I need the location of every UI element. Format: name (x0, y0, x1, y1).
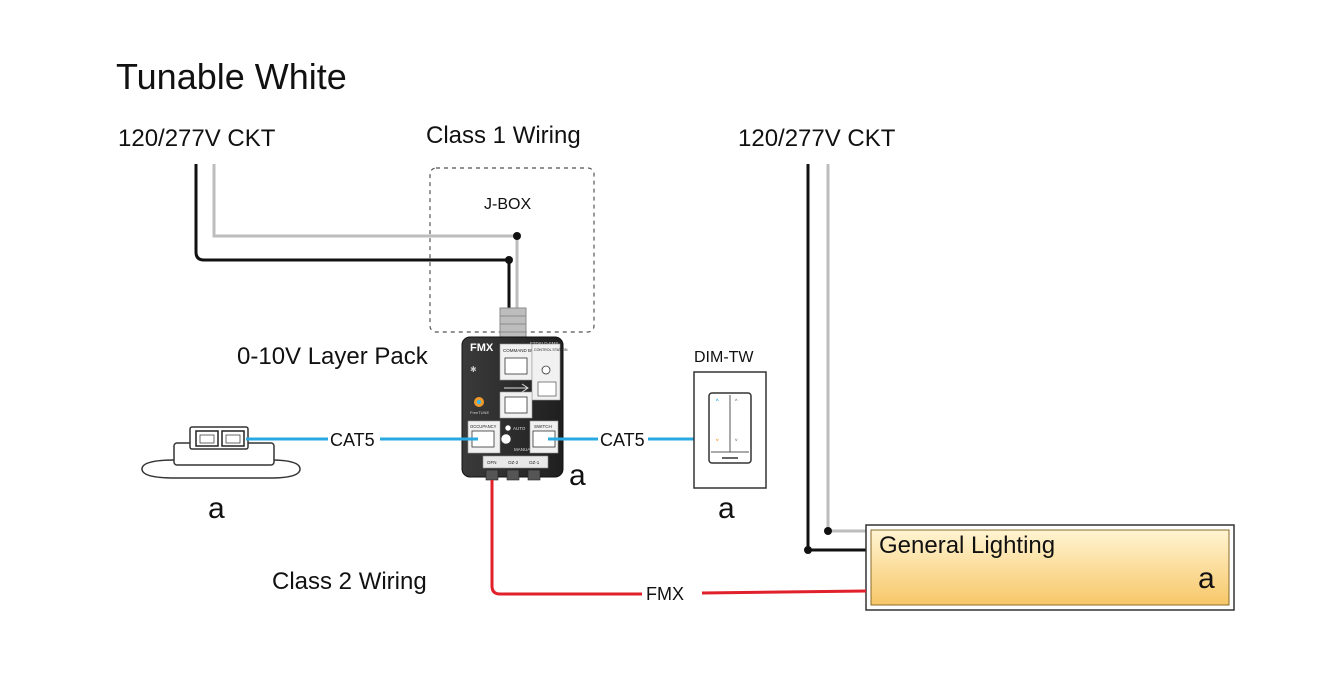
terminal-lead (485, 469, 499, 481)
tune-up-icon: ˄ (715, 399, 720, 409)
device-marker-lighting: a (1198, 562, 1215, 595)
bluetooth-icon: ✱ (470, 365, 477, 374)
manual-label: MANUAL (514, 447, 533, 452)
sensor-port-2 (221, 430, 245, 447)
class2-wiring-label: Class 2 Wiring (272, 568, 427, 595)
splice-point-right-neutral (824, 527, 832, 535)
dim-down-icon: ˅ (734, 439, 739, 449)
circuit-label-left: 120/277V CKT (118, 125, 276, 152)
device-marker-switch: a (718, 492, 735, 525)
dim-up-icon: ˄ (734, 399, 739, 409)
occupancy-port-label: OCCUPANCY (470, 424, 497, 429)
fmx-wire-a (490, 480, 642, 596)
device-model: FTDSLD-FMX (530, 341, 559, 346)
dim-tw-label: DIM-TW (694, 349, 754, 366)
device-marker-pack: a (569, 459, 586, 492)
aux-port (504, 396, 528, 414)
dim-tw-switch: ˄ ˄ ˅ ˅ (693, 371, 767, 489)
cat5-label-left: CAT5 (330, 430, 375, 450)
fmx-wire-b (701, 589, 867, 595)
circuit-label-right: 120/277V CKT (738, 125, 896, 152)
layer-pack-label: 0-10V Layer Pack (237, 343, 429, 370)
junction-box (429, 167, 595, 333)
pairing-button (541, 365, 551, 375)
occupancy-sensor (141, 426, 301, 479)
freetune-label: FreeTUNE (470, 410, 489, 415)
splice-point-neutral (513, 232, 521, 240)
device-brand: FMX (470, 342, 494, 354)
conduit-fitting (499, 307, 527, 339)
neutral-wire-left (212, 164, 519, 308)
switch-port-label: SWITCH (534, 424, 552, 429)
layer-pack-device: FMX FTDSLD-FMX COMMAND BUS CONTROL STATI… (461, 336, 568, 481)
junction-box-label: J-BOX (484, 196, 531, 213)
terminal-label-2: OZ-2 (508, 460, 519, 465)
command-bus-label: COMMAND BUS (503, 348, 537, 353)
control-station-label: CONTROL STATION (534, 348, 568, 352)
hot-wire-left (194, 164, 511, 308)
splice-point-right-hot (804, 546, 812, 554)
terminal-label-3: OZ-1 (529, 460, 540, 465)
terminal-label-1: OFN (487, 460, 497, 465)
device-marker-sensor: a (208, 492, 225, 525)
neutral-wire-right (826, 164, 866, 533)
sensor-port-1 (195, 430, 219, 447)
hot-wire-right (806, 164, 866, 552)
splice-point-hot (505, 256, 513, 264)
cat5-label-right: CAT5 (600, 430, 645, 450)
arrow-graphic-icon (504, 383, 529, 393)
tune-down-icon: ˅ (715, 439, 720, 449)
diagram-title: Tunable White (116, 56, 347, 97)
general-lighting-label: General Lighting (879, 532, 1055, 559)
mode-button (500, 433, 512, 445)
class1-wiring-label: Class 1 Wiring (426, 122, 581, 149)
auto-label: AUTO (513, 426, 526, 431)
command-bus-port (504, 357, 528, 375)
fmx-label: FMX (646, 584, 684, 604)
